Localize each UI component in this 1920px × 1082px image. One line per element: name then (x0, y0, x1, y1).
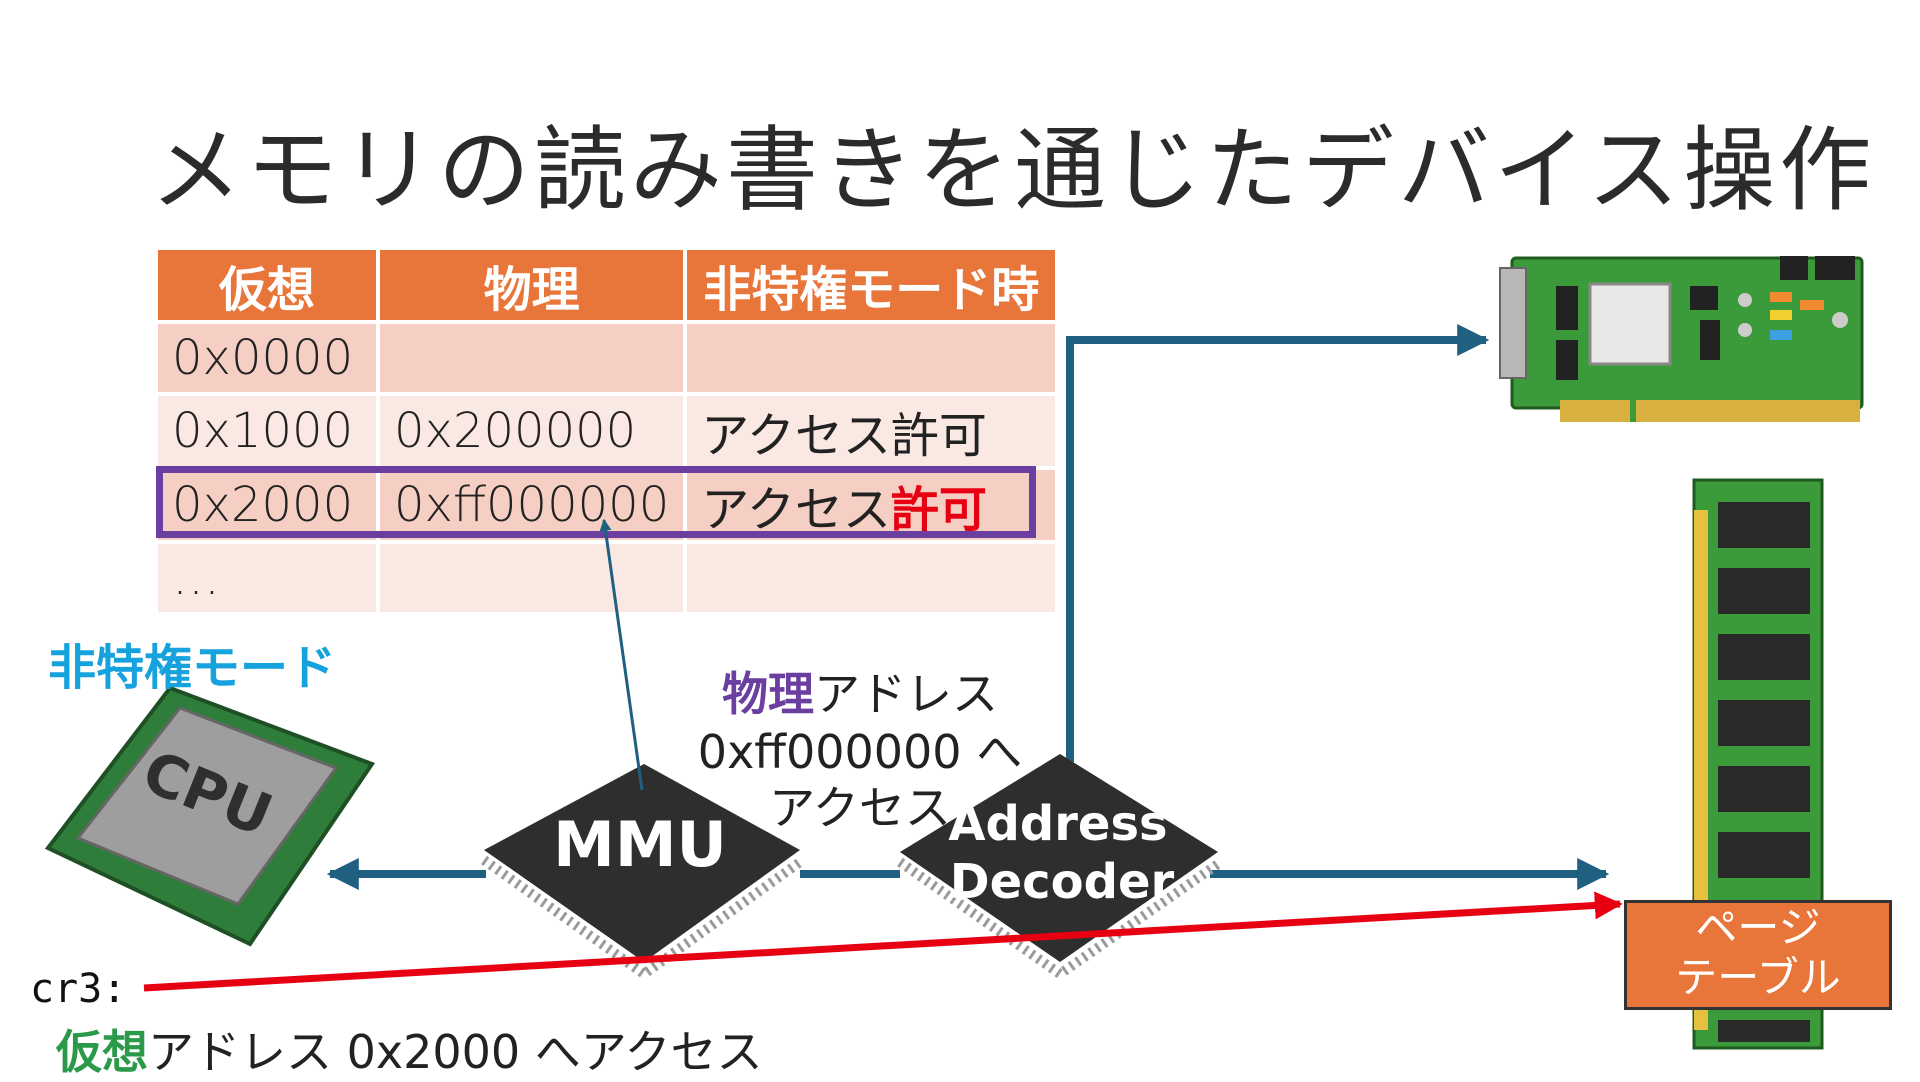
page-table-line1: ページ (1695, 903, 1821, 952)
decoder-label-line2: Decoder (950, 854, 1175, 910)
cell-virtual: 0x0000 (158, 322, 380, 396)
physical-emphasis: 物理 (722, 667, 814, 721)
table-row: … (158, 542, 1060, 616)
table-row: 0x0000 (158, 322, 1060, 396)
virtual-address-text: アドレス 0x2000 へアクセス (148, 1025, 763, 1079)
cell-permission (685, 322, 1060, 396)
cell-virtual: 0x1000 (158, 394, 380, 470)
unprivileged-mode-label: 非特権モード (48, 640, 337, 696)
page-table-box: ページ テーブル (1624, 900, 1892, 1010)
cell-permission (685, 542, 1060, 616)
pci-card-image (1499, 256, 1864, 422)
slide-title: メモリの読み書きを通じたデバイス操作 (150, 117, 1876, 224)
page-table-line2: テーブル (1675, 953, 1841, 1002)
physical-address-word: アドレス (814, 667, 998, 721)
cr3-pointer-arrow (143, 891, 1623, 992)
page-mapping-table: 仮想 物理 非特権モード時 0x0000 0x1000 0x200000 アクセ… (158, 250, 1060, 616)
header-unprivileged: 非特権モード時 (685, 250, 1060, 324)
permission-prefix: アクセス (701, 482, 891, 538)
decoder-label-line1: Address (948, 796, 1167, 852)
header-virtual: 仮想 (158, 250, 380, 324)
cell-permission: アクセス許可 (685, 394, 1060, 470)
mmu-chip: MMU (481, 764, 803, 981)
virtual-address-label: 仮想アドレス 0x2000 へアクセス (56, 1016, 763, 1082)
mmu-label: MMU (553, 808, 727, 881)
permission-allowed-emphasis: 許可 (890, 482, 987, 538)
physical-access-word: アクセス (769, 781, 951, 835)
cell-physical (378, 542, 688, 616)
mmu-lookup-arrow (599, 518, 644, 791)
physical-address-label: 物理アドレス (700, 658, 1020, 724)
row-highlight-box (156, 466, 1036, 538)
virtual-emphasis: 仮想 (56, 1025, 148, 1079)
cell-virtual: … (158, 542, 380, 616)
cell-physical (378, 322, 688, 396)
cr3-register-label: cr3: (30, 966, 127, 1012)
header-physical: 物理 (378, 250, 688, 324)
address-decoder-chip: Address Decoder (897, 754, 1221, 981)
cpu-image: CPU (44, 685, 376, 947)
physical-address-value: 0xff000000 へ (697, 725, 1023, 779)
